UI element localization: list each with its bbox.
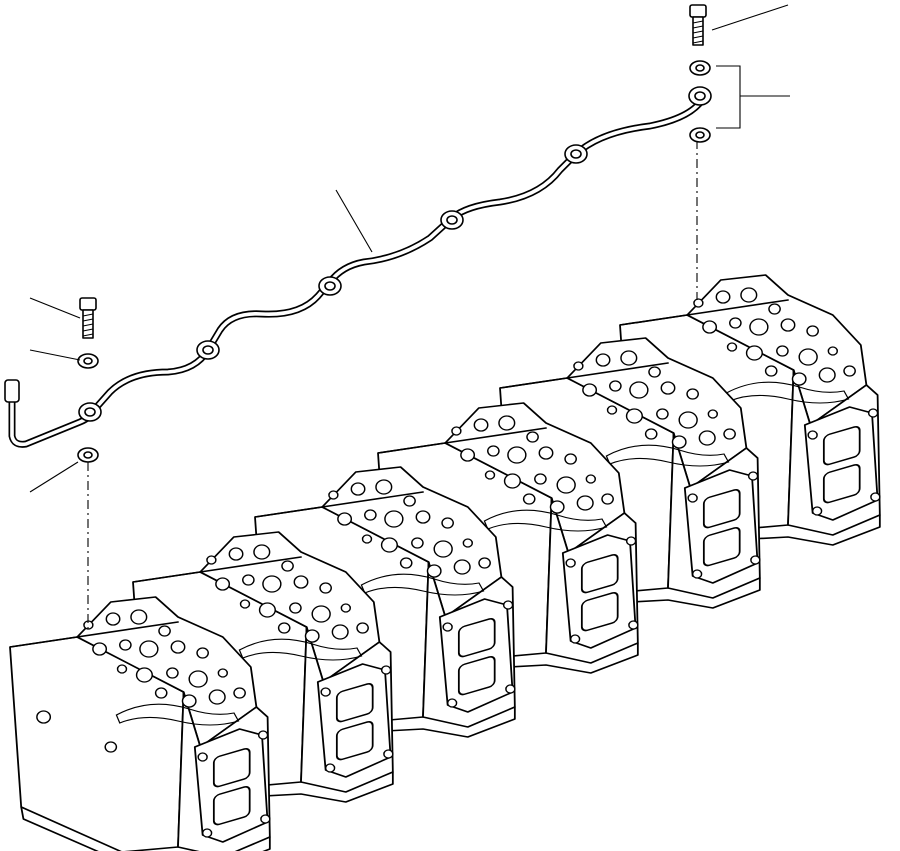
washer-icon xyxy=(77,353,99,369)
bolt-icon xyxy=(79,297,97,339)
leader-lines xyxy=(29,4,790,493)
fuel-return-pipe xyxy=(4,86,712,448)
bolt-icon xyxy=(689,4,707,46)
washer-icon xyxy=(689,60,711,76)
washer-icon xyxy=(77,447,99,463)
washer-icon xyxy=(689,127,711,143)
